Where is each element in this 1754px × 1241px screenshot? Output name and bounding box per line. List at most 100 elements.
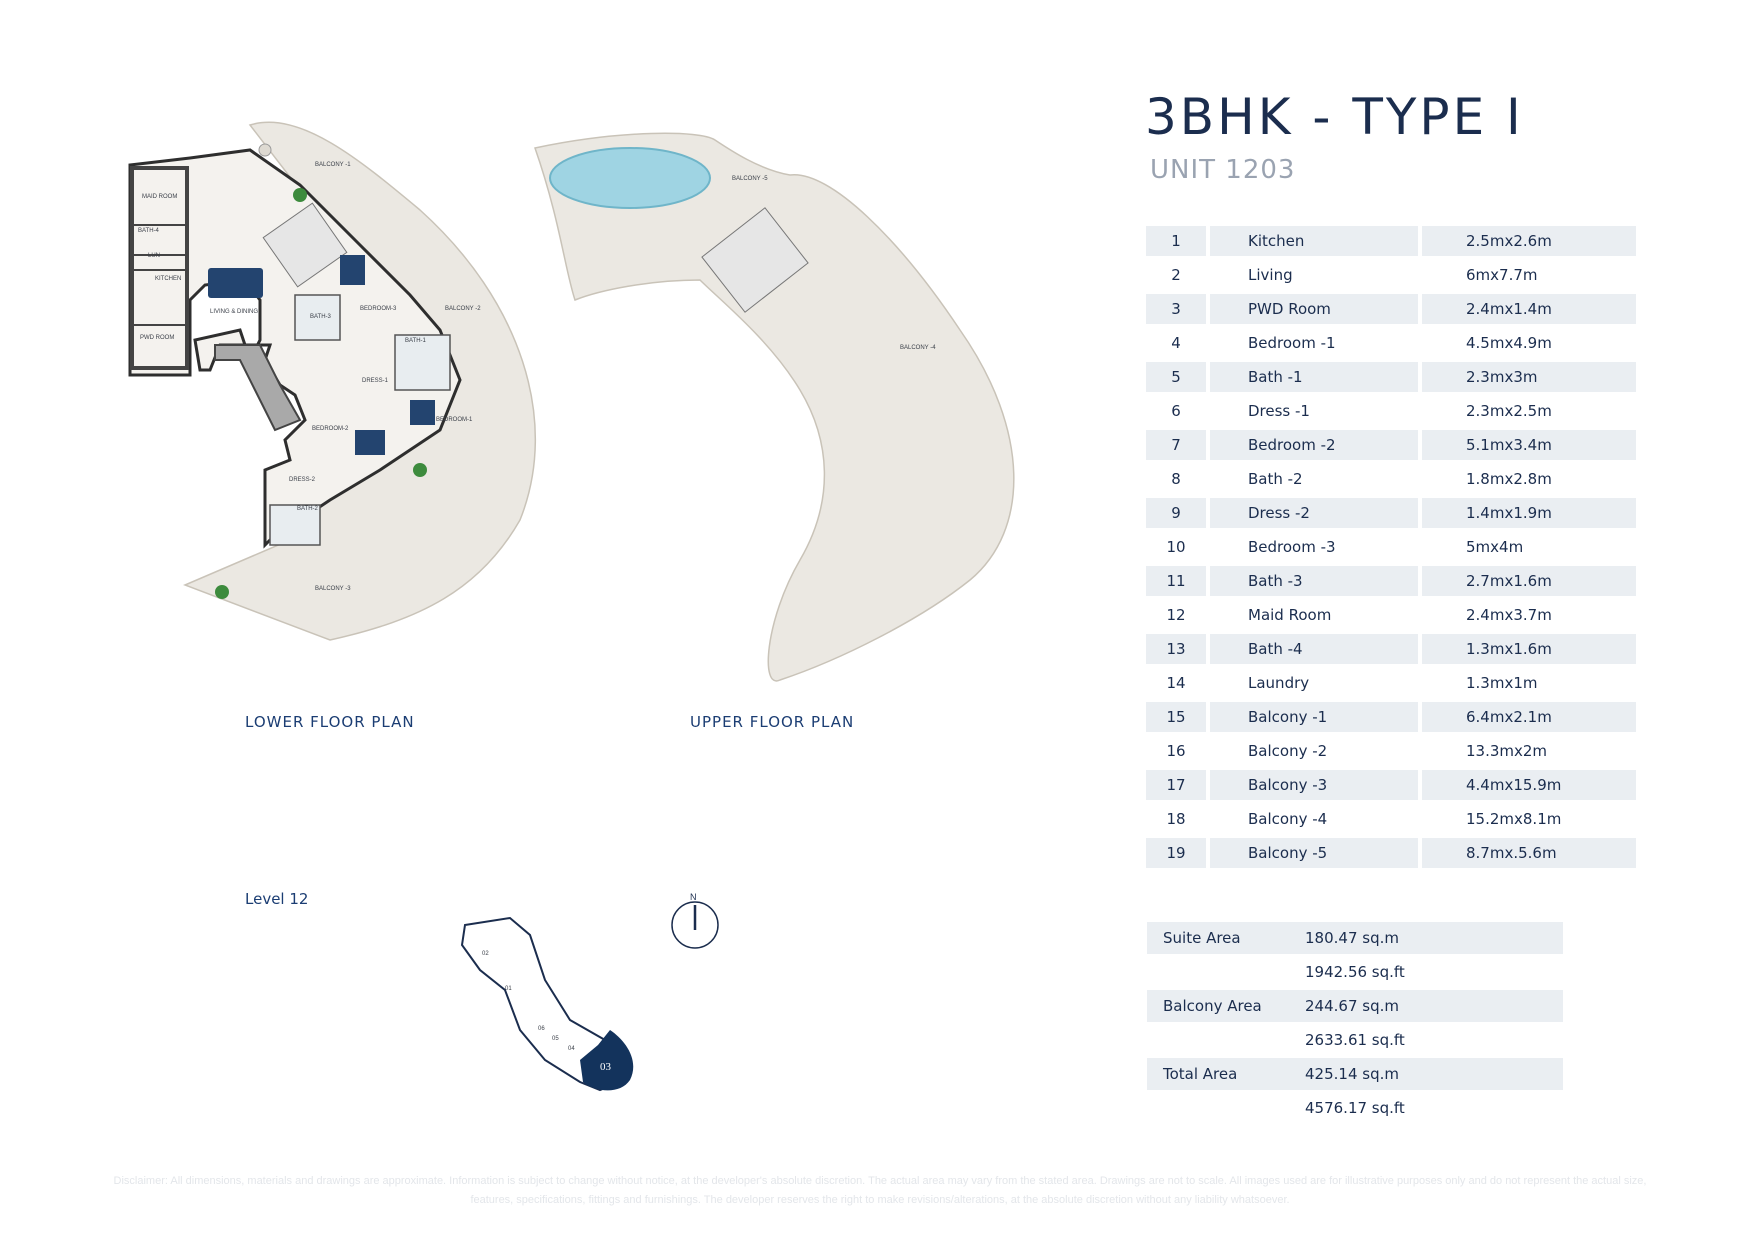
room-number: 12	[1146, 600, 1210, 630]
lbl-bath3: BATH-3	[310, 314, 332, 320]
bed3	[340, 255, 365, 285]
room-name: Balcony -4	[1210, 804, 1422, 834]
area-label	[1147, 1024, 1305, 1056]
lbl-bedroom2: BEDROOM-2	[312, 426, 349, 432]
room-number: 18	[1146, 804, 1210, 834]
room-name: Balcony -2	[1210, 736, 1422, 766]
key-unit-04: 04	[568, 1046, 575, 1052]
room-size: 2.3mx3m	[1422, 362, 1636, 392]
room-name: Dress -2	[1210, 498, 1422, 528]
bed2	[355, 430, 385, 455]
room-number: 19	[1146, 838, 1210, 868]
room-number: 3	[1146, 294, 1210, 324]
room-name: Bedroom -3	[1210, 532, 1422, 562]
room-size: 1.3mx1.6m	[1422, 634, 1636, 664]
room-number: 15	[1146, 702, 1210, 732]
upper-stairs	[701, 207, 809, 313]
area-value: 1942.56 sq.ft	[1305, 963, 1405, 981]
room-size: 6.4mx2.1m	[1422, 702, 1636, 732]
room-name: Bath -4	[1210, 634, 1422, 664]
bath1-box	[394, 334, 451, 391]
room-name: Bedroom -2	[1210, 430, 1422, 460]
key-unit-02: 02	[482, 951, 489, 957]
room-number: 14	[1146, 668, 1210, 698]
lbl-balcony5: BALCONY -5	[732, 176, 768, 182]
room-size: 4.4mx15.9m	[1422, 770, 1636, 800]
dining-table	[208, 268, 263, 298]
room-size: 2.7mx1.6m	[1422, 566, 1636, 596]
room-number: 2	[1146, 260, 1210, 290]
upper-floor-plan-label: UPPER FLOOR PLAN	[690, 713, 855, 731]
room-number: 1	[1146, 226, 1210, 256]
room-size: 5.1mx3.4m	[1422, 430, 1636, 460]
room-name: Bath -3	[1210, 566, 1422, 596]
lbl-bath1: BATH-1	[405, 338, 427, 344]
area-row: 4576.17 sq.ft	[1147, 1092, 1563, 1124]
area-label	[1147, 1092, 1305, 1124]
area-label: Total Area	[1147, 1058, 1305, 1090]
room-name: Balcony -3	[1210, 770, 1422, 800]
plant	[258, 143, 272, 157]
room-name: Bath -1	[1210, 362, 1422, 392]
room-name: Bath -2	[1210, 464, 1422, 494]
plant	[293, 188, 307, 202]
service-wall	[130, 166, 189, 370]
room-size: 6mx7.7m	[1466, 266, 1538, 284]
room-size: 4.5mx4.9m	[1466, 334, 1552, 352]
key-unit-05: 05	[552, 1036, 559, 1042]
pool	[549, 147, 711, 209]
room-name: Dress -1	[1210, 396, 1422, 426]
room-name: PWD Room	[1210, 294, 1422, 324]
lbl-kitchen: KITCHEN	[155, 276, 181, 282]
lbl-living: LIVING & DINING	[210, 309, 258, 315]
room-number: 6	[1146, 396, 1210, 426]
lbl-balcony3: BALCONY -3	[315, 586, 351, 592]
room-size: 8.7mx.5.6m	[1422, 838, 1636, 868]
lbl-maid: MAID ROOM	[142, 194, 177, 200]
lbl-balcony1: BALCONY -1	[315, 162, 351, 168]
lower-floor-plan: BALCONY -1 BALCONY -2 BALCONY -3 MAID RO…	[128, 121, 537, 641]
core-block	[214, 344, 302, 432]
room-number: 4	[1146, 328, 1210, 358]
area-label: Suite Area	[1147, 922, 1305, 954]
room-name: Maid Room	[1210, 600, 1422, 630]
lower-balcony-slab	[182, 121, 537, 641]
room-name: Living	[1210, 260, 1422, 290]
room-size: 2.5mx2.6m	[1422, 226, 1636, 256]
north-label: N	[690, 892, 697, 902]
room-number: 5	[1146, 362, 1210, 392]
area-value: 244.67 sq.m	[1305, 990, 1563, 1022]
area-value: 180.47 sq.m	[1305, 922, 1563, 954]
lbl-balcony4: BALCONY -4	[900, 345, 936, 351]
bed1	[410, 400, 435, 425]
room-number: 17	[1146, 770, 1210, 800]
plant	[413, 463, 427, 477]
upper-roof-slab	[534, 132, 1015, 682]
room-size: 1.8mx2.8m	[1466, 470, 1552, 488]
key-unit-03: 03	[600, 1061, 612, 1073]
room-size: 1.3mx1m	[1466, 674, 1538, 692]
room-name: Balcony -5	[1210, 838, 1422, 868]
room-number: 10	[1146, 532, 1210, 562]
stairs	[262, 202, 348, 288]
bath2-box	[269, 504, 321, 546]
key-unit-06: 06	[538, 1026, 545, 1032]
level-label: Level 12	[245, 890, 309, 908]
lbl-bedroom1: BEDROOM-1	[436, 417, 473, 423]
room-name: Balcony -1	[1210, 702, 1422, 732]
area-row: 2633.61 sq.ft	[1147, 1024, 1563, 1056]
key-unit-01: 01	[505, 986, 512, 992]
